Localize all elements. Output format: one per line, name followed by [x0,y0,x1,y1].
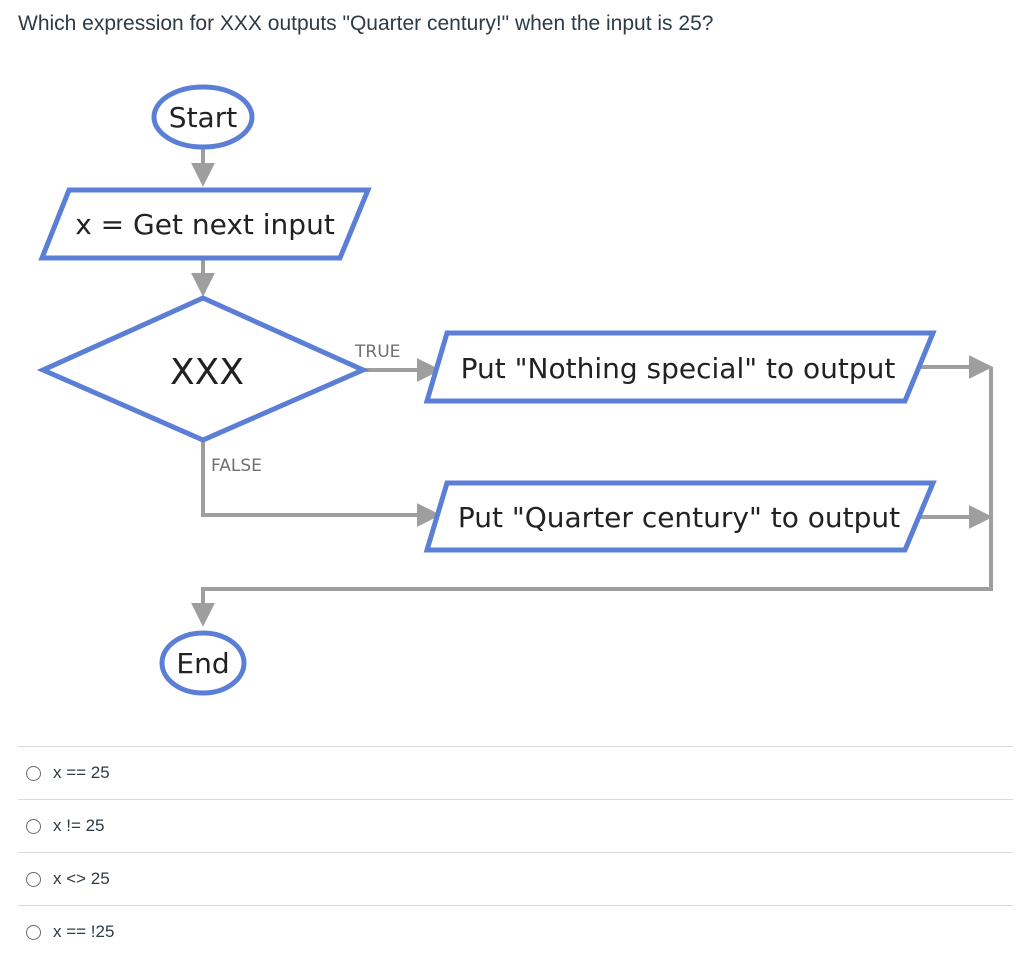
answer-label: x == 25 [53,763,110,782]
output-quarter-century [423,480,937,553]
answer-option-4[interactable]: x == !25 [18,905,1013,958]
false-branch-label: FALSE [211,456,262,476]
decision-diamond [36,295,370,443]
output-nothing-special [423,330,937,404]
radio-button[interactable] [26,818,41,834]
connector-false-branch [201,440,441,527]
input-label: x = Get next input [75,208,335,241]
radio-button[interactable] [26,871,41,887]
radio-button[interactable] [26,924,41,940]
answer-label: x != 25 [53,816,105,835]
radio-button[interactable] [26,765,41,781]
end-label: End [176,647,229,680]
flowchart-diagram: Start x = Get next input XXX TRUE FALSE … [36,84,993,696]
decision-label: XXX [170,352,244,393]
answer-options: x == 25 x != 25 x <> 25 x == !25 [18,746,1013,958]
start-label: Start [169,101,237,134]
question-text: Which expression for XXX outputs "Quarte… [18,12,714,35]
answer-option-2[interactable]: x != 25 [18,799,1013,852]
true-branch-label: TRUE [354,342,400,362]
answer-label: x == !25 [53,922,115,941]
input-parallelogram [38,187,372,261]
answer-label: x <> 25 [53,869,110,888]
output-nothing-special-label: Put "Nothing special" to output [461,352,896,385]
end-terminal [159,630,247,696]
start-terminal [151,84,255,150]
connector-merge-to-end [191,367,993,627]
answer-option-1[interactable]: x == 25 [18,746,1013,799]
answer-option-3[interactable]: x <> 25 [18,852,1013,905]
output-quarter-century-label: Put "Quarter century" to output [458,501,900,534]
